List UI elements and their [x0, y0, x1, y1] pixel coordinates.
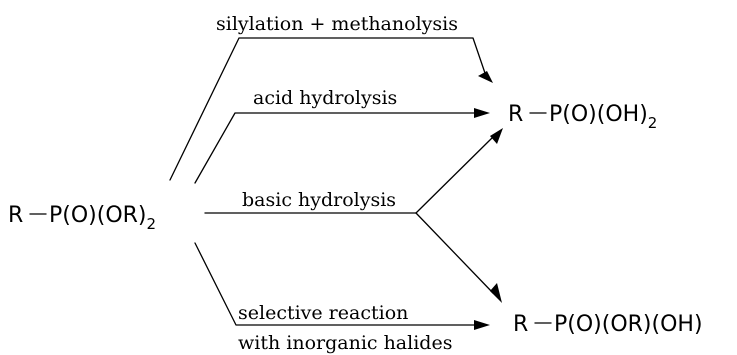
silylation-label: silylation + methanolysis — [216, 13, 458, 35]
route-selective-reaction: selective reaction with inorganic halide… — [194, 242, 490, 354]
basic-hydrolysis-upper-arrowhead — [490, 128, 503, 144]
reactant-subscript: 2 — [147, 215, 157, 233]
selective-reaction-label-line1: selective reaction — [238, 302, 408, 324]
selective-reaction-arrowhead — [474, 320, 490, 330]
route-acid-hydrolysis: acid hydrolysis — [194, 87, 490, 184]
silylation-arrowhead — [478, 71, 493, 83]
route-silylation: silylation + methanolysis — [169, 13, 493, 181]
silylation-arrow-line — [169, 37, 487, 181]
selective-reaction-label-line2: with inorganic halides — [238, 332, 452, 354]
product-acid-formula: P(O)(OH) — [549, 102, 648, 127]
acid-hydrolysis-arrowhead — [474, 108, 490, 118]
reactant-r-group: R — [8, 203, 23, 228]
product-monoester-r-group: R — [513, 312, 528, 337]
product-acid: R P(O)(OH)2 — [508, 102, 657, 132]
product-acid-r-group: R — [508, 102, 523, 127]
route-basic-hydrolysis: basic hydrolysis — [204, 128, 503, 303]
basic-hydrolysis-lower-arrowhead — [490, 283, 502, 303]
svg-text:P(O)(OR)2: P(O)(OR)2 — [49, 203, 156, 233]
acid-hydrolysis-arrow-line — [194, 112, 475, 184]
product-monoester: R P(O)(OR)(OH) — [513, 312, 703, 337]
svg-text:P(O)(OH)2: P(O)(OH)2 — [549, 102, 657, 132]
product-monoester-formula: P(O)(OR)(OH) — [554, 312, 703, 337]
selective-reaction-arrow-line — [194, 242, 475, 326]
reactant-formula: P(O)(OR) — [49, 203, 147, 228]
basic-hydrolysis-upper-branch — [415, 136, 494, 214]
basic-hydrolysis-label: basic hydrolysis — [242, 189, 396, 211]
acid-hydrolysis-label: acid hydrolysis — [253, 87, 397, 109]
reactant: R P(O)(OR)2 — [8, 203, 156, 233]
basic-hydrolysis-lower-branch — [415, 212, 494, 294]
product-acid-subscript: 2 — [648, 114, 658, 132]
